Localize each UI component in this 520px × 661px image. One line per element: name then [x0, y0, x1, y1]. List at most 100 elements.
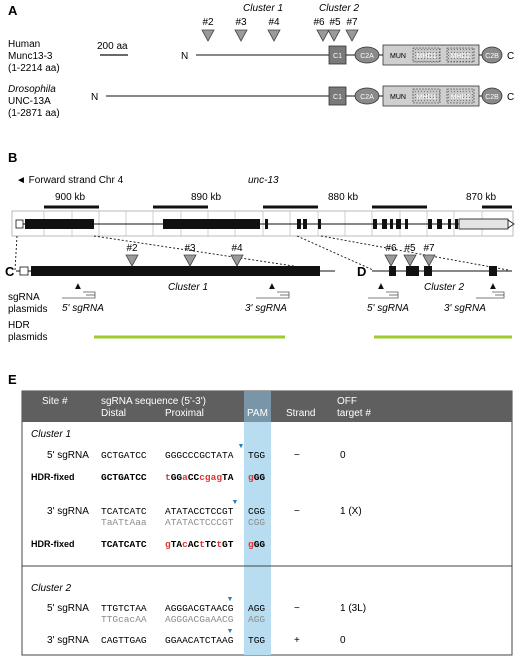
n-terminus: N	[181, 51, 188, 62]
seq-distal: CAGTTGAG	[101, 635, 147, 646]
c1-label: C1	[333, 53, 342, 60]
site-marker	[384, 254, 398, 267]
row-off-target: 0	[340, 450, 346, 461]
human-protein-diagram: N C1 C2A MUN MHD1 MHD2 C2B C	[181, 44, 514, 66]
seq-distal: GCTGATCC	[101, 450, 147, 461]
site-label-4: #4	[268, 17, 280, 28]
sgrna3-label-c: 3' sgRNA	[245, 303, 287, 314]
row-strand: −	[294, 603, 300, 614]
panel-label-c: C	[5, 264, 15, 279]
genomic-track	[11, 205, 515, 237]
site-marker	[403, 254, 417, 267]
human-length: (1-2214 aa)	[8, 63, 60, 74]
site-marker	[316, 29, 330, 42]
dros-protein: UNC-13A	[8, 96, 51, 107]
site-label-d5: #5	[404, 243, 416, 254]
cut-site-marker: ▼	[227, 628, 234, 635]
dros-length: (1-2871 aa)	[8, 108, 60, 119]
row-off-target: 0	[340, 635, 346, 646]
scale-label: 200 aa	[97, 41, 128, 52]
header-site: Site #	[42, 396, 68, 407]
row-site: 3' sgRNA	[47, 506, 89, 517]
row-site-hdr: HDR-fixed	[31, 472, 75, 482]
site-label-5: #5	[329, 17, 341, 28]
c-terminus: C	[507, 92, 514, 103]
cut-site-marker: ▼	[227, 596, 234, 603]
header-off-line2: target #	[337, 408, 371, 419]
offtarget-distal: TaATtAaa	[101, 517, 147, 528]
row-off-target: 1 (X)	[340, 506, 362, 517]
seq-distal: TTGTCTAA	[101, 603, 147, 614]
site-label-2: #2	[202, 17, 214, 28]
panel-label-d: D	[357, 264, 366, 279]
offtarget-pam: AGG	[248, 614, 265, 625]
c2a-domain	[354, 87, 380, 105]
header-proximal: Proximal	[165, 408, 204, 419]
seq-pam-hdr: gGG	[248, 539, 265, 550]
panel-label-a: A	[8, 3, 18, 18]
cut-5-marker-d: ▲	[376, 281, 386, 292]
offtarget-pam: CGG	[248, 517, 265, 528]
cluster1-exon-diagram	[16, 266, 335, 276]
c2a-domain	[354, 46, 380, 64]
cluster2-exon-diagram	[372, 266, 512, 276]
sgrna5-label-d: 5' sgRNA	[367, 303, 409, 314]
site-label-c4: #4	[231, 243, 243, 254]
mhd1-domain	[412, 47, 441, 63]
site-markers-d	[384, 254, 436, 267]
mhd2-domain	[446, 88, 475, 104]
kb-label-900: 900 kb	[55, 192, 85, 203]
sgrna-hairpin-3-d	[476, 291, 505, 299]
cluster2-label-e: Cluster 2	[31, 583, 71, 594]
cluster1-label-c: Cluster 1	[168, 282, 208, 293]
site-marker	[327, 29, 341, 42]
strand-label: ◄ Forward strand Chr 4	[16, 175, 124, 186]
seq-distal: TCATCATC	[101, 539, 147, 550]
site-label-3: #3	[235, 17, 247, 28]
row-site-hdr: HDR-fixed	[31, 539, 75, 549]
header-off-line1: OFF	[337, 396, 357, 407]
site-label-7: #7	[346, 17, 358, 28]
seq-proximal-hdr: tGGaCCcgagTA	[165, 472, 234, 483]
n-terminus: N	[91, 92, 98, 103]
site-marker	[422, 254, 436, 267]
seq-proximal: GGAACATCTAAG	[165, 635, 234, 646]
site-label-d6: #6	[385, 243, 397, 254]
site-marker	[201, 29, 215, 42]
c2b-domain	[481, 46, 503, 64]
row-strand: +	[294, 635, 300, 646]
site-marker	[234, 29, 248, 42]
c1-domain	[328, 45, 347, 65]
row-off-target: 1 (3L)	[340, 603, 366, 614]
cluster1-label-e: Cluster 1	[31, 429, 71, 440]
seq-proximal-hdr: gTAcACtTCtGT	[165, 539, 234, 550]
dros-label: Drosophila	[8, 84, 56, 95]
site-marker	[183, 254, 197, 267]
header-sequence: sgRNA sequence (5'-3')	[101, 396, 206, 407]
sgrna5-label-c: 5' sgRNA	[62, 303, 104, 314]
c2b-domain	[481, 87, 503, 105]
c2b-label: C2B	[485, 94, 499, 101]
seq-pam: CGG	[248, 506, 265, 517]
header-pam: PAM	[247, 408, 268, 419]
kb-label-880: 880 kb	[328, 192, 358, 203]
sgrna-hairpin-5-d	[368, 291, 399, 299]
mhd2-label: MHD2	[451, 94, 471, 101]
pam-column-highlight	[244, 391, 271, 655]
offtarget-proximal: AGGGACGaAACG	[165, 614, 234, 625]
panel-label-b: B	[8, 150, 17, 165]
offtarget-distal: TTGcacAA	[101, 614, 147, 625]
legend-sgrna-line1: sgRNA	[8, 292, 40, 303]
legend-hdr-line1: HDR	[8, 320, 30, 331]
site-marker	[345, 29, 359, 42]
cut-5-marker-c: ▲	[73, 281, 83, 292]
c2b-label: C2B	[485, 53, 499, 60]
gene-label: unc-13	[248, 175, 279, 186]
seq-pam: AGG	[248, 603, 265, 614]
kb-label-890: 890 kb	[191, 192, 221, 203]
legend-sgrna-line2: plasmids	[8, 304, 47, 315]
c-terminus: C	[507, 51, 514, 62]
cut-3-marker-c: ▲	[267, 281, 277, 292]
cluster2-label-d: Cluster 2	[424, 282, 464, 293]
